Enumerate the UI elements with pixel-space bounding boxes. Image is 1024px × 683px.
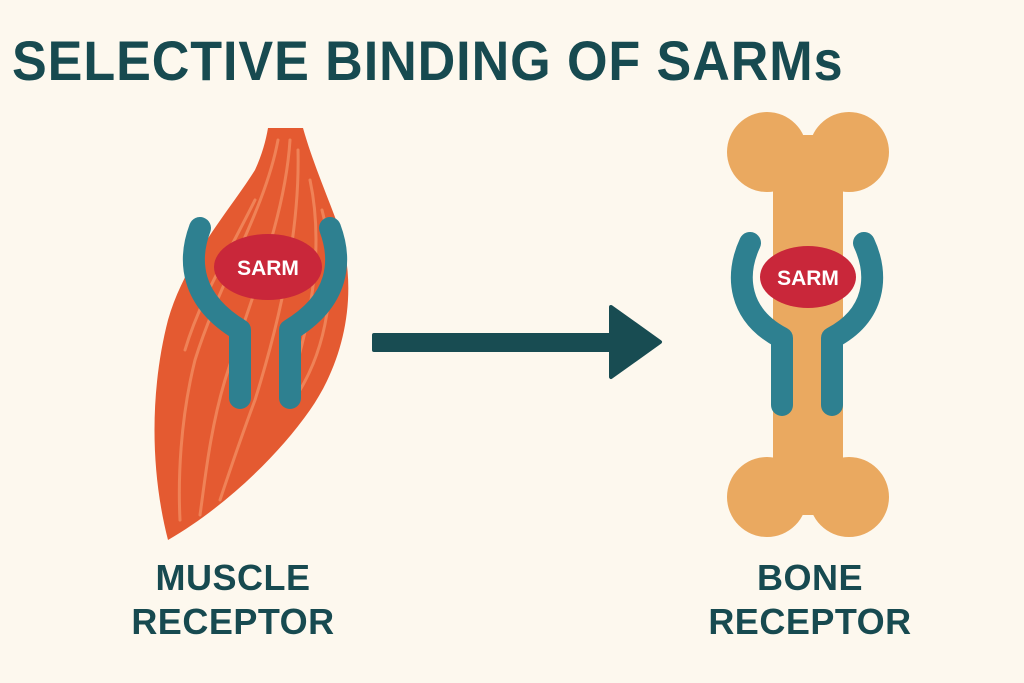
muscle-label-line2: RECEPTOR <box>131 601 335 642</box>
muscle-sarm-molecule: SARM <box>214 234 322 300</box>
muscle-receptor-icon <box>182 217 348 409</box>
page-title: SELECTIVE BINDING OF SARMs <box>12 29 844 92</box>
muscle-label-line1: MUSCLE <box>155 557 311 598</box>
bone-receptor-icon <box>730 232 884 416</box>
bone-receptor-label: BONE RECEPTOR <box>690 556 930 644</box>
bone-sarm-label: SARM <box>777 267 839 290</box>
arrow-right-icon <box>372 305 662 379</box>
bone-label-line2: RECEPTOR <box>708 601 912 642</box>
muscle-receptor-label: MUSCLE RECEPTOR <box>113 556 353 644</box>
muscle-sarm-label: SARM <box>237 257 299 280</box>
bone-sarm-molecule: SARM <box>760 246 856 308</box>
bone-label-line1: BONE <box>756 557 863 598</box>
bone-illustration <box>727 112 889 537</box>
muscle-illustration <box>154 128 349 540</box>
